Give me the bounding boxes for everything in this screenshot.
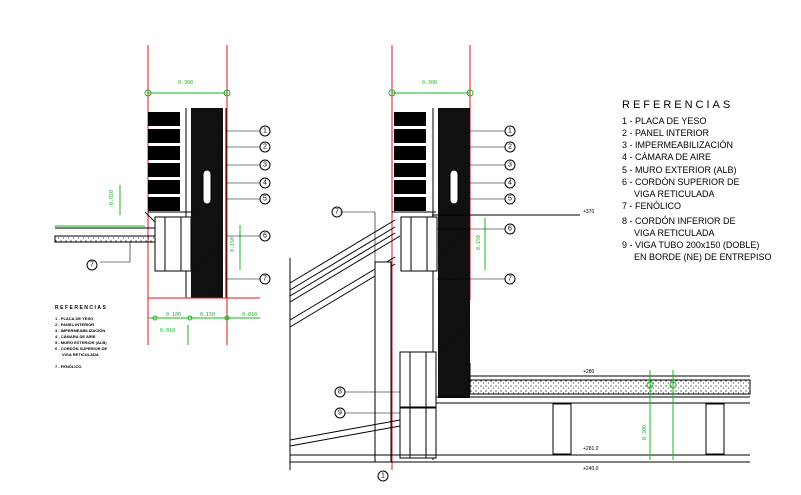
ref-item-9: 9 - VIGA TUBO 200x150 (DOBLE) — [622, 240, 759, 250]
ref-item-3: 3 - IMPERMEABILIZACIÓN — [622, 140, 733, 150]
left-callout-5: 5 — [263, 196, 267, 203]
small-ref-4: 4 - CÁMARA DE AIRE — [55, 334, 96, 339]
ref-item-2: 2 - PANEL INTERIOR — [622, 128, 710, 138]
right-callout-8: 8 — [338, 389, 342, 396]
left-dim-vert-left: 0.020 — [109, 190, 115, 205]
left-dim-top: 0.300 — [178, 80, 193, 86]
left-callout-6: 6 — [263, 233, 267, 240]
small-ref-6: 6 - CORDÓN SUPERIOR DE — [55, 346, 108, 351]
left-callout-7b: 7 — [90, 262, 94, 269]
level-top: +370 — [583, 209, 594, 215]
ref-item-7: 7 - FENÓLICO — [622, 201, 681, 211]
left-wall-section — [54, 45, 260, 345]
small-ref-1: 1 - PLACA DE YESO — [55, 316, 93, 321]
left-callout-1: 1 — [263, 128, 267, 135]
small-ref-5: 5 - MURO EXTERIOR (ALB) — [55, 340, 107, 345]
references-title: REFERENCIAS — [622, 99, 733, 111]
left-callouts — [86, 125, 271, 285]
right-callout-6: 6 — [508, 226, 512, 233]
right-wall-section — [289, 45, 751, 470]
right-callout-7: 7 — [508, 276, 512, 283]
left-dim-bottom-2: 0.150 — [200, 312, 215, 318]
right-callouts — [331, 125, 516, 482]
left-brick-column — [148, 112, 180, 211]
right-callout-1: 1 — [508, 128, 512, 135]
ref-item-5: 5 - MURO EXTERIOR (ALB) — [622, 165, 737, 175]
right-brick-column — [394, 112, 426, 211]
right-dim-top: 0.300 — [422, 80, 437, 86]
ref-item-6b: VIGA RETICULADA — [634, 189, 715, 199]
ref-item-8: 8 - CORDÓN INFERIOR DE — [622, 216, 736, 226]
right-callout-2: 2 — [508, 144, 512, 151]
small-ref-3: 3 - IMPERMEABILIZACIÓN — [55, 328, 105, 333]
right-callout-1b: 1 — [381, 473, 385, 480]
right-dim-vert: 0.150 — [476, 235, 482, 250]
left-callout-2: 2 — [263, 144, 267, 151]
right-callout-5: 5 — [508, 196, 512, 203]
small-ref-2: 2 - PANEL INTERIOR — [55, 322, 94, 327]
left-callout-3: 3 — [263, 162, 267, 169]
ref-item-6: 6 - CORDÓN SUPERIOR DE — [622, 177, 740, 187]
right-callout-3: 3 — [508, 162, 512, 169]
ref-item-4: 4 - CÁMARA DE AIRE — [622, 152, 711, 162]
ref-item-1: 1 - PLACA DE YESO — [622, 116, 706, 126]
left-dim-bottom-4: 0.010 — [160, 328, 175, 334]
small-ref-6b: VIGA RETICULADA — [62, 352, 99, 357]
left-callout-7: 7 — [263, 276, 267, 283]
left-dim-vert-right: 0.150 — [230, 237, 236, 252]
ref-item-8b: VIGA RETICULADA — [634, 228, 715, 238]
level-low-1: +281.0 — [583, 446, 599, 452]
left-dim-bottom-3: 0.010 — [242, 312, 257, 318]
right-dim-vert-2: 0.300 — [642, 425, 648, 440]
small-references-title: REFERENCIAS — [55, 305, 107, 311]
small-ref-7: 7 - FENÓLICO — [55, 364, 81, 369]
right-callout-7b: 7 — [335, 209, 339, 216]
right-callout-9: 9 — [338, 410, 342, 417]
level-mid: +280 — [583, 369, 594, 375]
level-low-2: +240.0 — [583, 466, 599, 472]
right-callout-4: 4 — [508, 180, 512, 187]
left-dim-bottom-1: 0.100 — [166, 312, 181, 318]
ref-item-9b: EN BORDE (NE) DE ENTREPISO — [634, 252, 772, 262]
left-callout-4: 4 — [263, 180, 267, 187]
